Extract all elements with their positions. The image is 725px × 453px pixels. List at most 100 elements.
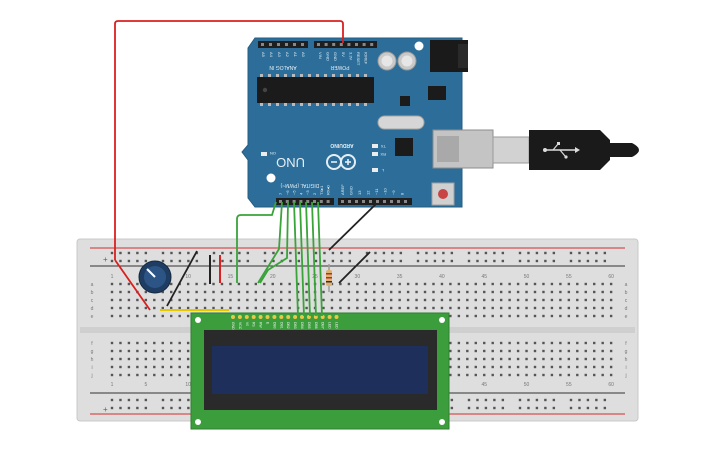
breadboard-hole[interactable] <box>170 373 173 377</box>
breadboard-hole[interactable] <box>466 357 469 361</box>
digital-pin[interactable] <box>306 200 310 203</box>
breadboard-hole[interactable] <box>296 282 300 286</box>
breadboard-hole[interactable] <box>364 306 367 310</box>
breadboard-hole[interactable] <box>220 306 224 310</box>
breadboard-hole[interactable] <box>127 290 131 294</box>
analog-pin[interactable] <box>261 43 264 46</box>
rail-hole[interactable] <box>221 259 224 263</box>
rail-hole[interactable] <box>450 259 454 263</box>
breadboard-hole[interactable] <box>457 314 461 318</box>
breadboard-hole[interactable] <box>406 290 410 294</box>
breadboard-hole[interactable] <box>254 290 258 294</box>
breadboard-hole[interactable] <box>576 349 579 353</box>
breadboard-hole[interactable] <box>144 357 148 361</box>
rail-hole[interactable] <box>501 259 505 263</box>
breadboard-hole[interactable] <box>389 290 393 294</box>
breadboard-hole[interactable] <box>525 373 528 377</box>
breadboard-hole[interactable] <box>195 298 198 302</box>
breadboard-hole[interactable] <box>237 282 241 286</box>
rail-hole[interactable] <box>314 259 318 263</box>
breadboard-hole[interactable] <box>584 341 587 345</box>
breadboard-hole[interactable] <box>593 341 596 345</box>
rail-hole[interactable] <box>238 251 241 255</box>
breadboard-hole[interactable] <box>508 357 511 361</box>
breadboard-hole[interactable] <box>178 341 181 345</box>
rail-hole[interactable] <box>476 251 479 255</box>
red-wire-pot[interactable] <box>114 259 151 311</box>
rail-hole[interactable] <box>476 398 479 402</box>
breadboard-hole[interactable] <box>136 306 139 310</box>
rail-hole[interactable] <box>178 259 182 263</box>
breadboard-hole[interactable] <box>119 341 122 345</box>
analog-pin[interactable] <box>269 43 272 46</box>
rail-hole[interactable] <box>569 406 573 410</box>
rail-hole[interactable] <box>340 251 343 255</box>
breadboard-hole[interactable] <box>398 298 401 302</box>
breadboard-hole[interactable] <box>305 282 308 286</box>
breadboard-hole[interactable] <box>483 306 486 310</box>
breadboard-hole[interactable] <box>127 365 131 369</box>
breadboard-hole[interactable] <box>288 290 291 294</box>
resistor[interactable] <box>326 264 332 292</box>
breadboard-hole[interactable] <box>280 298 283 302</box>
rail-hole[interactable] <box>348 251 352 255</box>
breadboard-hole[interactable] <box>542 373 545 377</box>
green-wire-e[interactable] <box>257 201 283 284</box>
power-pin[interactable] <box>317 43 320 46</box>
rail-hole[interactable] <box>374 259 377 263</box>
breadboard-hole[interactable] <box>119 290 122 294</box>
breadboard-hole[interactable] <box>144 349 148 353</box>
rail-hole[interactable] <box>161 406 165 410</box>
breadboard-hole[interactable] <box>406 306 410 310</box>
breadboard-hole[interactable] <box>457 306 461 310</box>
breadboard-hole[interactable] <box>457 341 461 345</box>
breadboard-hole[interactable] <box>339 298 342 302</box>
breadboard-hole[interactable] <box>347 306 351 310</box>
breadboard-hole[interactable] <box>127 282 131 286</box>
breadboard-hole[interactable] <box>550 298 554 302</box>
breadboard-hole[interactable] <box>491 298 494 302</box>
rail-hole[interactable] <box>144 406 148 410</box>
breadboard-hole[interactable] <box>609 373 613 377</box>
breadboard-hole[interactable] <box>229 298 232 302</box>
breadboard-hole[interactable] <box>601 365 604 369</box>
breadboard-hole[interactable] <box>601 349 604 353</box>
breadboard-hole[interactable] <box>559 341 562 345</box>
breadboard-hole[interactable] <box>474 282 477 286</box>
rail-hole[interactable] <box>484 251 488 255</box>
breadboard-hole[interactable] <box>550 314 554 318</box>
rail-hole[interactable] <box>212 251 216 255</box>
breadboard-hole[interactable] <box>474 365 477 369</box>
breadboard-hole[interactable] <box>203 306 207 310</box>
rail-hole[interactable] <box>603 251 607 255</box>
breadboard-hole[interactable] <box>533 357 537 361</box>
breadboard-hole[interactable] <box>153 373 156 377</box>
breadboard-hole[interactable] <box>220 290 224 294</box>
rail-hole[interactable] <box>212 259 216 263</box>
digital-pin[interactable] <box>348 200 351 203</box>
breadboard-hole[interactable] <box>559 373 562 377</box>
breadboard-hole[interactable] <box>203 290 207 294</box>
breadboard-hole[interactable] <box>110 306 114 310</box>
breadboard-hole[interactable] <box>263 282 266 286</box>
breadboard-hole[interactable] <box>550 341 554 345</box>
breadboard-hole[interactable] <box>499 365 503 369</box>
breadboard-hole[interactable] <box>567 298 571 302</box>
breadboard-hole[interactable] <box>609 365 613 369</box>
breadboard-hole[interactable] <box>567 306 571 310</box>
breadboard-hole[interactable] <box>533 341 537 345</box>
rail-hole[interactable] <box>603 406 607 410</box>
breadboard-hole[interactable] <box>119 373 122 377</box>
breadboard-hole[interactable] <box>246 306 249 310</box>
breadboard-hole[interactable] <box>483 357 486 361</box>
breadboard-hole[interactable] <box>178 349 181 353</box>
breadboard-hole[interactable] <box>271 290 274 294</box>
breadboard-hole[interactable] <box>457 349 461 353</box>
breadboard-hole[interactable] <box>170 314 173 318</box>
breadboard-hole[interactable] <box>144 373 148 377</box>
power-pin[interactable] <box>339 43 343 46</box>
breadboard-hole[interactable] <box>127 341 131 345</box>
lcd-pin[interactable] <box>334 315 339 319</box>
rail-hole[interactable] <box>484 398 488 402</box>
breadboard-hole[interactable] <box>584 349 587 353</box>
